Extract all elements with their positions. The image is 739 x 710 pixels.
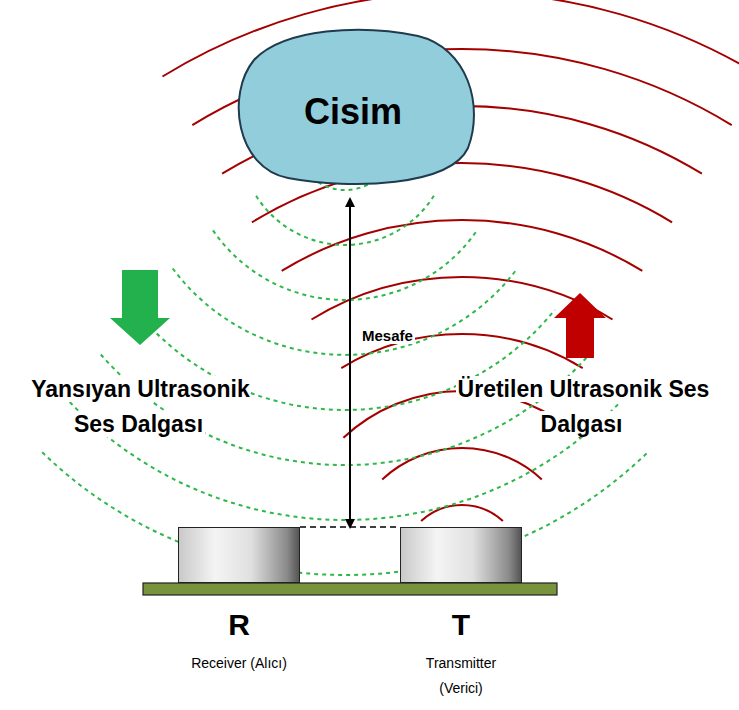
object-blob: Cisim <box>222 22 484 192</box>
reflected-wave-arc <box>213 230 477 300</box>
transmitter-box: TTransmitter (Verici) <box>400 527 522 583</box>
sensor-name: Transmitter (Verici) <box>406 651 516 701</box>
sensor-caption: R Receiver (Alıcı) <box>138 607 340 676</box>
reflected-waves <box>42 165 648 575</box>
reflected-wave-arc <box>101 355 589 466</box>
emitted-waves <box>163 0 739 521</box>
distance-label-text: Mesafe <box>360 327 415 344</box>
distance-arrow <box>349 199 351 527</box>
emitted-wave-arc <box>421 505 503 521</box>
down-arrow <box>110 270 170 345</box>
reflected-wave-arc <box>256 196 434 245</box>
emitted-wave-label: Üretilen Ultrasonik Ses Dalgası <box>455 372 710 442</box>
object-label: Cisim <box>222 92 484 132</box>
emitted-wave-arc <box>382 448 542 479</box>
emitted-wave-label-text: Üretilen Ultrasonik Ses Dalgası <box>456 376 710 437</box>
reflected-wave-arc <box>42 452 648 575</box>
reflected-wave-label-text: Yansıyan Ultrasonik Ses Dalgası <box>29 376 250 437</box>
reflected-wave-arc <box>173 269 518 355</box>
sensor-letter: R <box>138 607 340 643</box>
reflected-wave-label: Yansıyan Ultrasonik Ses Dalgası <box>12 372 267 442</box>
circuit-board <box>143 583 557 595</box>
sensor-name: Receiver (Alıcı) <box>184 651 294 676</box>
distance-label: Mesafe <box>360 322 440 349</box>
receiver-box: RReceiver (Alıcı) <box>178 527 300 583</box>
sensor-face <box>400 527 522 583</box>
sensor-caption: T Transmitter (Verici) <box>360 607 562 701</box>
sensor-face <box>178 527 300 583</box>
up-arrow <box>554 293 606 358</box>
sensor-letter: T <box>360 607 562 643</box>
